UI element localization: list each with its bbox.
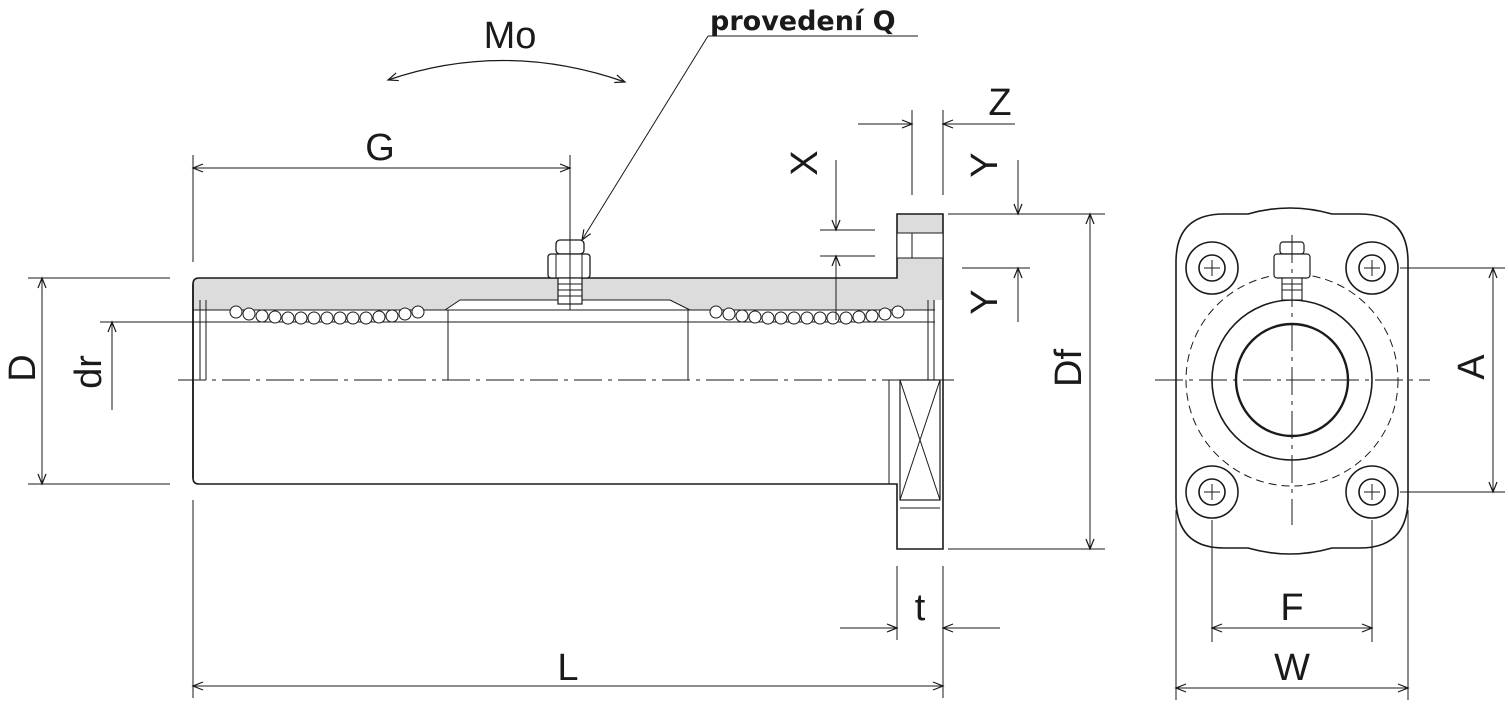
label-g: G [365,127,395,169]
grease-nipple [547,230,591,310]
label-y-bottom: Y [964,289,1006,314]
label-dr: dr [68,355,110,389]
side-dimensions: Mo provedení Q G Z X Y Y Df [2,6,1105,698]
label-l: L [557,647,578,689]
front-view [1155,207,1430,555]
label-callout: provedení Q [710,6,896,37]
ball-row-right [709,305,905,325]
bolt-holes [1185,241,1399,519]
front-dimensions: A F W [1174,266,1505,700]
label-f: F [1280,587,1303,629]
ball-row-left [229,305,425,325]
label-y-top: Y [964,152,1006,177]
label-x: X [784,150,826,175]
side-view [178,213,960,550]
label-mo: Mo [484,15,537,57]
label-d: D [2,354,44,381]
label-w: W [1274,647,1310,689]
label-a: A [1451,354,1493,380]
label-t: t [915,587,926,629]
label-z: Z [988,82,1011,124]
label-df: Df [1048,349,1090,387]
